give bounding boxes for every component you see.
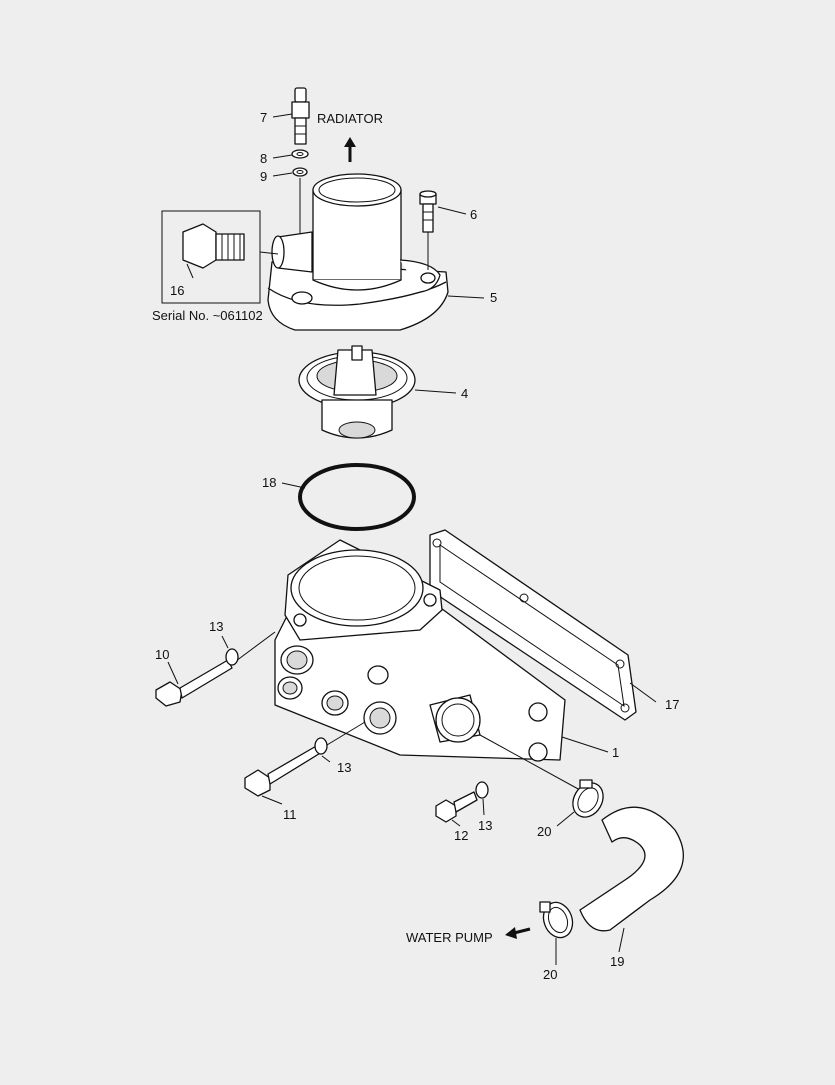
part-16-detail-box: [161, 210, 279, 304]
callout-20-a: 20: [537, 824, 551, 839]
callout-4: 4: [461, 386, 468, 401]
callout-18: 18: [262, 475, 276, 490]
radiator-label: RADIATOR: [317, 111, 383, 126]
callout-7: 7: [260, 110, 267, 125]
callout-6: 6: [470, 207, 477, 222]
part-11-bolt: [244, 721, 366, 797]
part-20-clamp-lower: [539, 901, 574, 939]
callout-13-c: 13: [478, 818, 492, 833]
callout-11: 11: [283, 807, 297, 822]
callout-17: 17: [665, 697, 679, 712]
part-4-thermostat: [298, 345, 416, 439]
part-13-washer-c: [475, 781, 489, 799]
callout-5: 5: [490, 290, 497, 305]
part-9-seal: [292, 167, 308, 177]
callout-19: 19: [610, 954, 624, 969]
leader-lines: [167, 113, 657, 965]
callout-13-a: 13: [209, 619, 223, 634]
callout-20-b: 20: [543, 967, 557, 982]
part-20-clamp-upper: [572, 779, 604, 818]
part-18-o-ring: [298, 463, 416, 531]
callout-8: 8: [260, 151, 267, 166]
part-13-washer-a: [225, 648, 239, 666]
part-10-bolt: [155, 631, 276, 707]
serial-number-note: Serial No. ~061102: [152, 308, 263, 323]
part-12-bolt: [435, 791, 478, 823]
part-6-bolt: [419, 190, 437, 270]
callout-16: 16: [170, 283, 184, 298]
callout-12: 12: [454, 828, 468, 843]
callout-labels: 7 8 9 6 5 16 4 18 13 10 17 1 13 11 13 12…: [155, 110, 679, 982]
water-pump-arrow-icon: [505, 927, 531, 939]
callout-13-b: 13: [337, 760, 351, 775]
part-13-washer-b: [314, 737, 328, 755]
water-pump-label: WATER PUMP: [406, 930, 493, 945]
part-19-hose: [579, 806, 684, 932]
part-1-housing: [274, 539, 581, 791]
radiator-arrow-icon: [344, 137, 356, 162]
callout-10: 10: [155, 647, 169, 662]
part-8-washer: [291, 149, 309, 159]
callout-1: 1: [612, 745, 619, 760]
part-5-thermostat-cover: [267, 173, 449, 331]
callout-9: 9: [260, 169, 267, 184]
part-7-fitting: [291, 87, 310, 145]
